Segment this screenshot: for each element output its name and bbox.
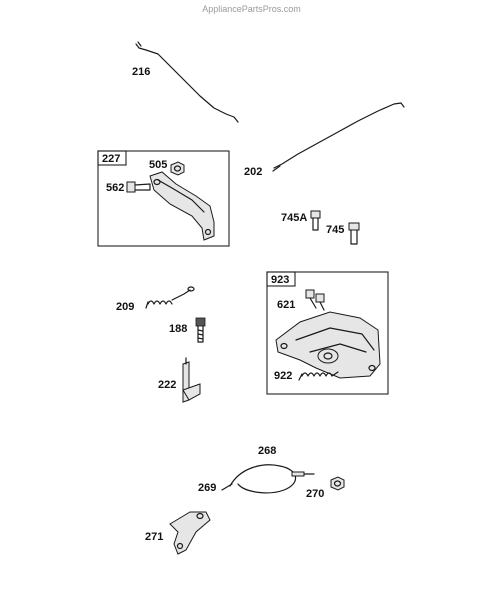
part-label-621: 621: [277, 299, 295, 311]
box-label-923: 923: [271, 274, 289, 286]
part-label-216: 216: [132, 66, 150, 78]
part-label-922: 922: [274, 370, 292, 382]
part-label-271: 271: [145, 531, 163, 543]
group-box-923: 923: [266, 271, 389, 395]
lever-271[interactable]: [169, 511, 211, 555]
watermark: AppliancePartsPros.com: [202, 4, 301, 14]
part-label-269: 269: [198, 482, 216, 494]
spring-922[interactable]: [298, 371, 339, 381]
bracket-222[interactable]: [182, 357, 201, 403]
part-label-562: 562: [106, 182, 124, 194]
bolt-188[interactable]: [195, 317, 206, 343]
bolt-745a[interactable]: [310, 210, 321, 231]
rod-202[interactable]: [272, 102, 405, 172]
nut-505[interactable]: [170, 161, 185, 176]
rod-216[interactable]: [135, 41, 239, 123]
screw-621[interactable]: [305, 289, 325, 311]
part-label-745: 745: [326, 224, 344, 236]
part-label-270: 270: [306, 488, 324, 500]
box-label-227: 227: [102, 153, 120, 165]
part-label-202: 202: [244, 166, 262, 178]
part-label-188: 188: [169, 323, 187, 335]
part-label-268: 268: [258, 445, 276, 457]
bracket-227[interactable]: [149, 171, 215, 241]
control-assembly-923[interactable]: [275, 311, 381, 379]
group-box-227: 227: [97, 150, 230, 247]
part-label-505: 505: [149, 159, 167, 171]
nut-270[interactable]: [330, 476, 345, 491]
cable-268[interactable]: [221, 464, 315, 494]
part-label-222: 222: [158, 379, 176, 391]
spring-209[interactable]: [145, 286, 195, 309]
bolt-745[interactable]: [348, 222, 360, 245]
bolt-562[interactable]: [126, 181, 151, 193]
part-label-745a: 745A: [281, 212, 307, 224]
part-label-209: 209: [116, 301, 134, 313]
